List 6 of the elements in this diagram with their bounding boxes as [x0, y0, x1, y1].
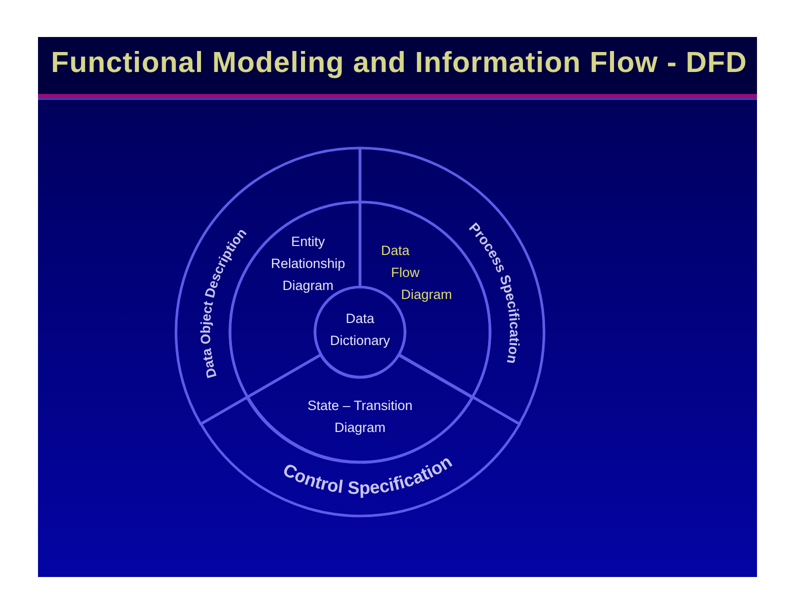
segment-label: Data Flow Diagram [381, 242, 452, 304]
segment-label: Entity Relationship Diagram [270, 233, 346, 295]
slide-title: Functional Modeling and Information Flow - DFD [51, 47, 748, 80]
outer-ring-segment [198, 395, 522, 518]
segment-label: State – Transition Diagram [306, 397, 414, 437]
center-label: Data Dictionary [328, 310, 392, 350]
